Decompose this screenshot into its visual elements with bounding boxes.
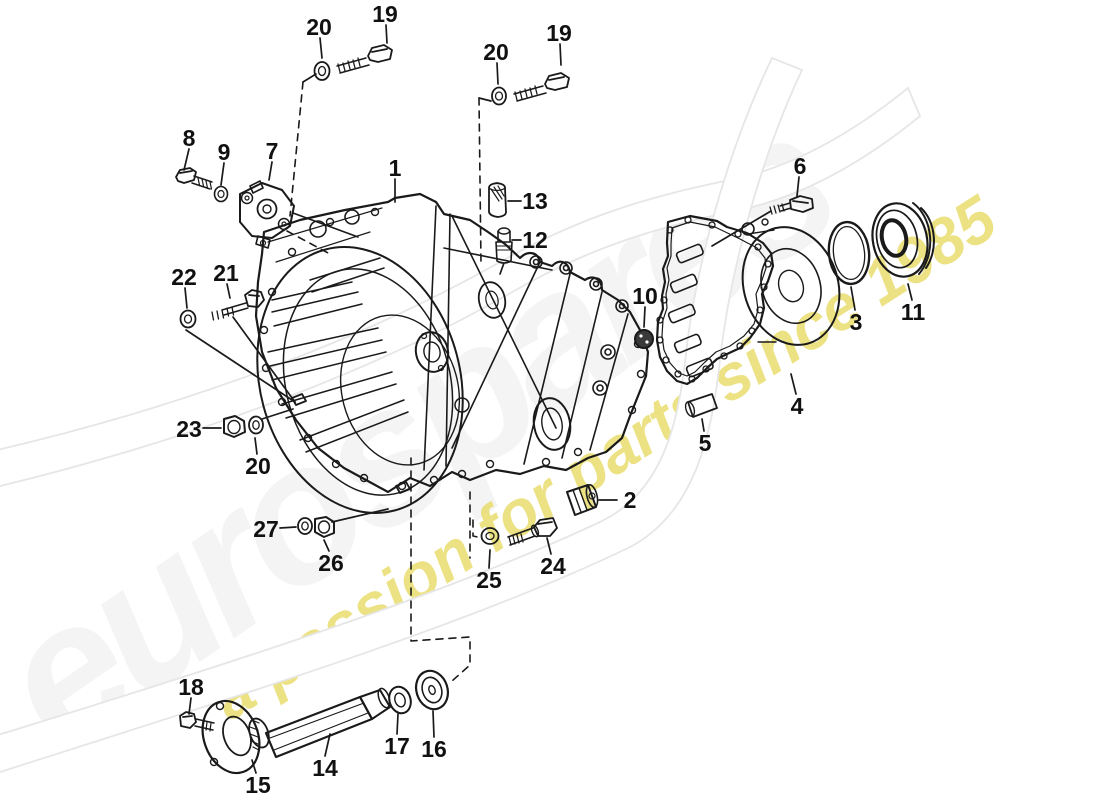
callout-numbers: 20 19 20 19 89 7 1 13 12 6 22 21 10 3 11 4 5 23 20 2 27 26 25 2…: [171, 1, 925, 798]
dowel-pin-drawing: [684, 393, 718, 418]
callout-number-24: 24: [540, 553, 566, 579]
leader-line-part-11: [907, 283, 913, 301]
watermark-swoosh-lower: [0, 56, 804, 773]
shaft-seal-drawing: [871, 202, 935, 278]
callout-number-6: 6: [794, 153, 807, 179]
callout-number-18: 18: [178, 674, 204, 700]
leader-line-part-20: [254, 437, 258, 455]
guide-dashed-line: [286, 230, 331, 255]
switch-group-drawing: [175, 167, 295, 249]
leader-line-part-20: [319, 37, 323, 59]
leader-line-part-24: [546, 537, 552, 555]
guide-dashed-line: [289, 81, 304, 217]
callout-number-3: 3: [850, 309, 863, 335]
callout-number-25: 25: [476, 567, 502, 593]
callout-number-19: 19: [372, 1, 398, 27]
leader-line-part-19: [559, 43, 562, 66]
guide-solid-line: [331, 508, 389, 523]
callout-number-16: 16: [421, 736, 447, 762]
leader-line-part-19: [385, 24, 388, 44]
nut-washer-drawing: [223, 415, 264, 438]
callout-number-27: 27: [253, 516, 279, 542]
callout-number-19: 19: [546, 20, 572, 46]
guide-dashed-line: [410, 457, 471, 682]
top-bolts-drawing: [313, 44, 570, 106]
guide-dashed-line: [472, 519, 483, 539]
callout-number-7: 7: [266, 138, 279, 164]
leader-line-part-6: [796, 176, 800, 197]
guide-solid-line: [261, 408, 294, 420]
callout-number-2: 2: [624, 487, 637, 513]
leader-line-part-14: [324, 733, 331, 757]
leader-line-part-8: [183, 148, 190, 171]
leader-line-part-10: [643, 306, 646, 328]
side-bolt-drawing: [179, 289, 265, 329]
leader-line-part-5: [701, 418, 705, 432]
leader-line-part-25: [488, 549, 491, 569]
callout-number-22: 22: [171, 264, 197, 290]
transmission-case-drawing: [254, 192, 650, 514]
leader-line-part-20: [496, 62, 499, 85]
leader-line-part-26: [323, 539, 330, 552]
callout-leaders: [183, 24, 913, 774]
leader-line-part-9: [220, 162, 225, 186]
callout-number-8: 8: [183, 125, 196, 151]
leader-line-part-15: [251, 759, 257, 774]
guide-solid-line: [302, 73, 317, 83]
lower-nut-washer-drawing: [297, 516, 335, 538]
leader-line-part-4: [790, 373, 797, 395]
leader-line-part-18: [188, 697, 192, 715]
callout-number-4: 4: [791, 393, 804, 419]
leader-line-part-17: [396, 713, 399, 735]
watermark-layer: eurospares a passion for parts since 198…: [0, 56, 1010, 793]
shaft-tube-assembly-drawing: [179, 669, 450, 775]
callout-number-20: 20: [306, 14, 332, 40]
magnetic-plug-drawing: [634, 329, 654, 349]
leader-line-part-21: [226, 283, 231, 299]
o-ring-drawing: [827, 220, 871, 286]
callout-number-5: 5: [699, 430, 712, 456]
callout-number-23: 23: [176, 416, 202, 442]
guide-solid-line: [478, 97, 492, 102]
callout-number-26: 26: [318, 550, 344, 576]
callout-number-15: 15: [245, 772, 271, 798]
callout-number-11: 11: [901, 299, 926, 325]
guide-solid-line: [499, 262, 505, 275]
callout-number-14: 14: [312, 755, 338, 781]
small-fittings-drawing: [488, 182, 513, 264]
callout-number-17: 17: [384, 733, 410, 759]
callout-number-1: 1: [389, 155, 402, 181]
guide-solid-line: [232, 316, 296, 403]
construction-guides: [185, 73, 772, 682]
leader-line-part-16: [432, 710, 435, 738]
leader-line-part-27: [279, 526, 297, 529]
callout-number-20: 20: [483, 39, 509, 65]
leader-line-part-3: [850, 286, 856, 311]
callout-number-12: 12: [522, 227, 548, 253]
guide-solid-line: [185, 329, 296, 403]
leader-line-part-7: [268, 161, 273, 181]
callout-number-21: 21: [213, 260, 239, 286]
guide-solid-line: [292, 212, 359, 238]
callout-number-20: 20: [245, 453, 271, 479]
callout-number-10: 10: [632, 283, 658, 309]
guide-solid-line: [711, 210, 772, 247]
guide-dashed-line: [478, 97, 482, 265]
end-cover-drawing: [655, 214, 841, 386]
leader-line-part-22: [184, 287, 188, 309]
callout-number-13: 13: [522, 188, 548, 214]
plug-and-bolt-drawing: [480, 483, 599, 546]
callout-number-9: 9: [218, 139, 231, 165]
